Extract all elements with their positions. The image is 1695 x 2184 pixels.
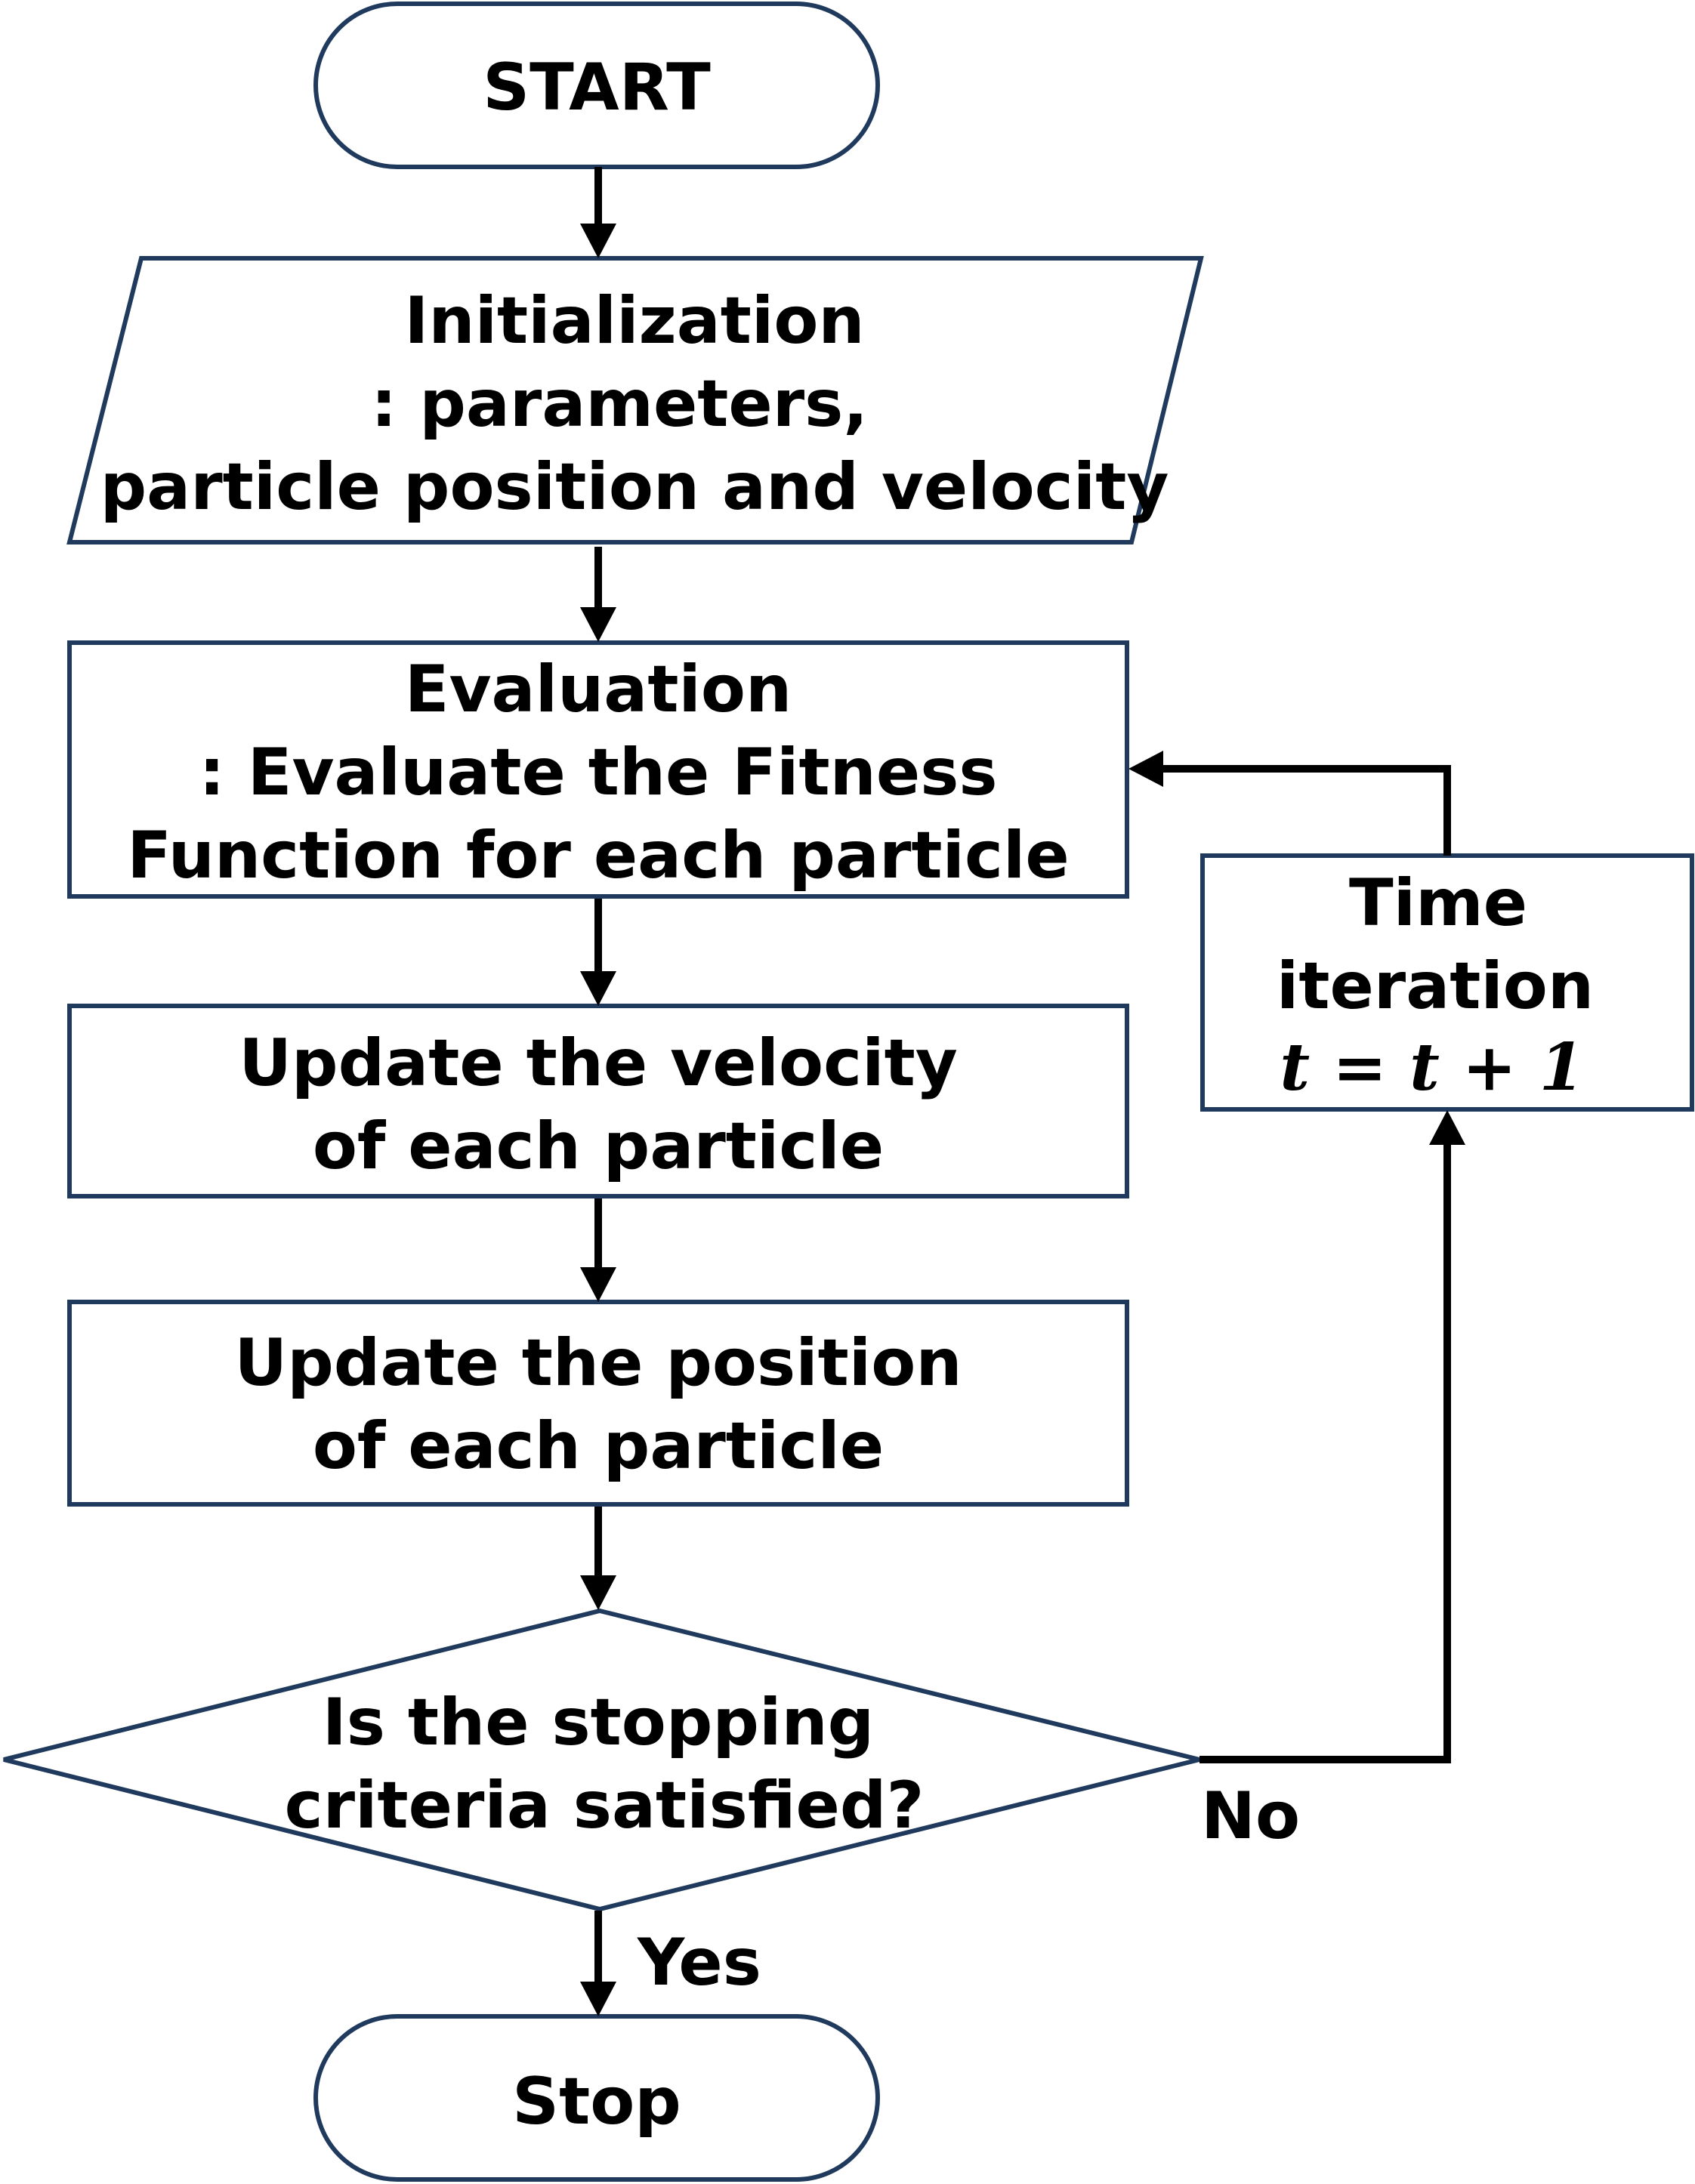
evaluation-detail-2: Function for each particle [127,818,1069,893]
update-velocity-line-1: Update the velocity [239,1026,958,1101]
update-position-node: Update the position of each particle [67,1300,1129,1507]
update-position-line-1: Update the position [234,1325,962,1401]
start-label: START [483,50,711,125]
update-position-line-2: of each particle [313,1408,884,1484]
stop-node: Stop [313,2014,880,2182]
decision-line-2: criteria satisfied? [285,1768,925,1843]
arrow-eval-to-velocity [580,899,616,1006]
evaluation-detail-1: : Evaluate the Fitness [199,735,997,810]
yes-branch-label: Yes [637,1925,761,2000]
no-branch-label: No [1201,1778,1300,1854]
decision-line-1: Is the stopping [323,1685,875,1760]
start-node: START [313,2,880,169]
initialization-node: Initialization : parameters, particle po… [66,256,1204,544]
time-iteration-formula: t = t + 1 [1280,1029,1584,1106]
stopping-criteria-decision: Is the stopping criteria satisfied? [3,1608,1200,1912]
arrow-velocity-to-position [580,1198,616,1302]
initialization-detail-2: particle position and velocity [100,449,1169,525]
arrow-decision-no-to-iteration [1199,1110,1465,1763]
time-iteration-line-1: Time [1349,865,1527,941]
arrow-decision-to-stop [580,1911,616,2016]
update-velocity-node: Update the velocity of each particle [67,1004,1129,1198]
time-iteration-line-2: iteration [1277,949,1594,1024]
evaluation-node: Evaluation : Evaluate the Fitness Functi… [67,640,1129,899]
initialization-detail-1: : parameters, [371,366,868,442]
arrow-init-to-eval [580,547,616,642]
evaluation-title: Evaluation [405,652,792,727]
initialization-title: Initialization [404,283,864,359]
stop-label: Stop [512,2064,681,2139]
arrow-start-to-init [580,167,616,258]
arrow-position-to-decision [580,1507,616,1610]
update-velocity-line-2: of each particle [313,1109,884,1184]
time-iteration-node: Time iteration t = t + 1 [1200,853,1694,1112]
arrow-iteration-to-eval [1128,751,1451,856]
